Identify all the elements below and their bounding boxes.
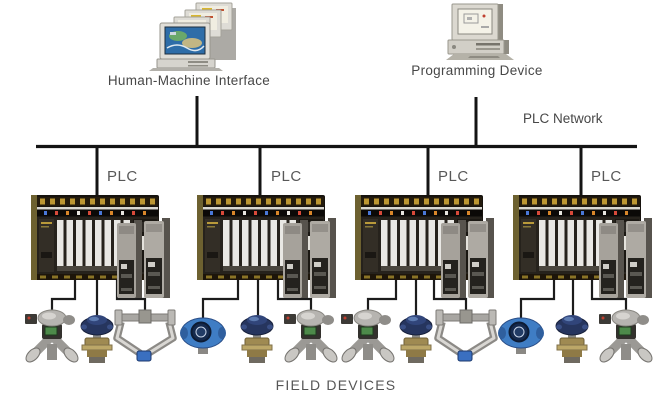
actuated-valve-icon [549,312,595,366]
plc-3-label: PLC [438,168,469,185]
plc-4-label: PLC [591,168,622,185]
plc-1-rack-icon [30,192,182,304]
actuated-valve-icon [234,312,280,366]
plc-1-label: PLC [107,168,138,185]
pressure-transmitter-icon [178,314,228,356]
control-valve-icon [340,308,396,370]
plc-2-rack-icon [196,192,348,304]
computer-stack-icon [148,2,248,72]
desktop-computer-icon [440,2,520,64]
control-valve-icon [598,308,654,370]
coriolis-flow-meter-icon [113,306,177,364]
programming-device-label: Programming Device [411,63,543,78]
actuated-valve-icon [393,312,439,366]
control-valve-icon [24,308,80,370]
plc-4-rack-icon [512,192,664,304]
field-devices-caption: FIELD DEVICES [275,377,397,393]
coriolis-flow-meter-icon [434,306,498,364]
control-valve-icon [283,308,339,370]
hmi-label: Human-Machine Interface [107,73,271,88]
plc-2-label: PLC [271,168,302,185]
plc-3-rack-icon [354,192,506,304]
pressure-transmitter-icon [496,314,546,356]
plc-network-label: PLC Network [523,111,603,126]
